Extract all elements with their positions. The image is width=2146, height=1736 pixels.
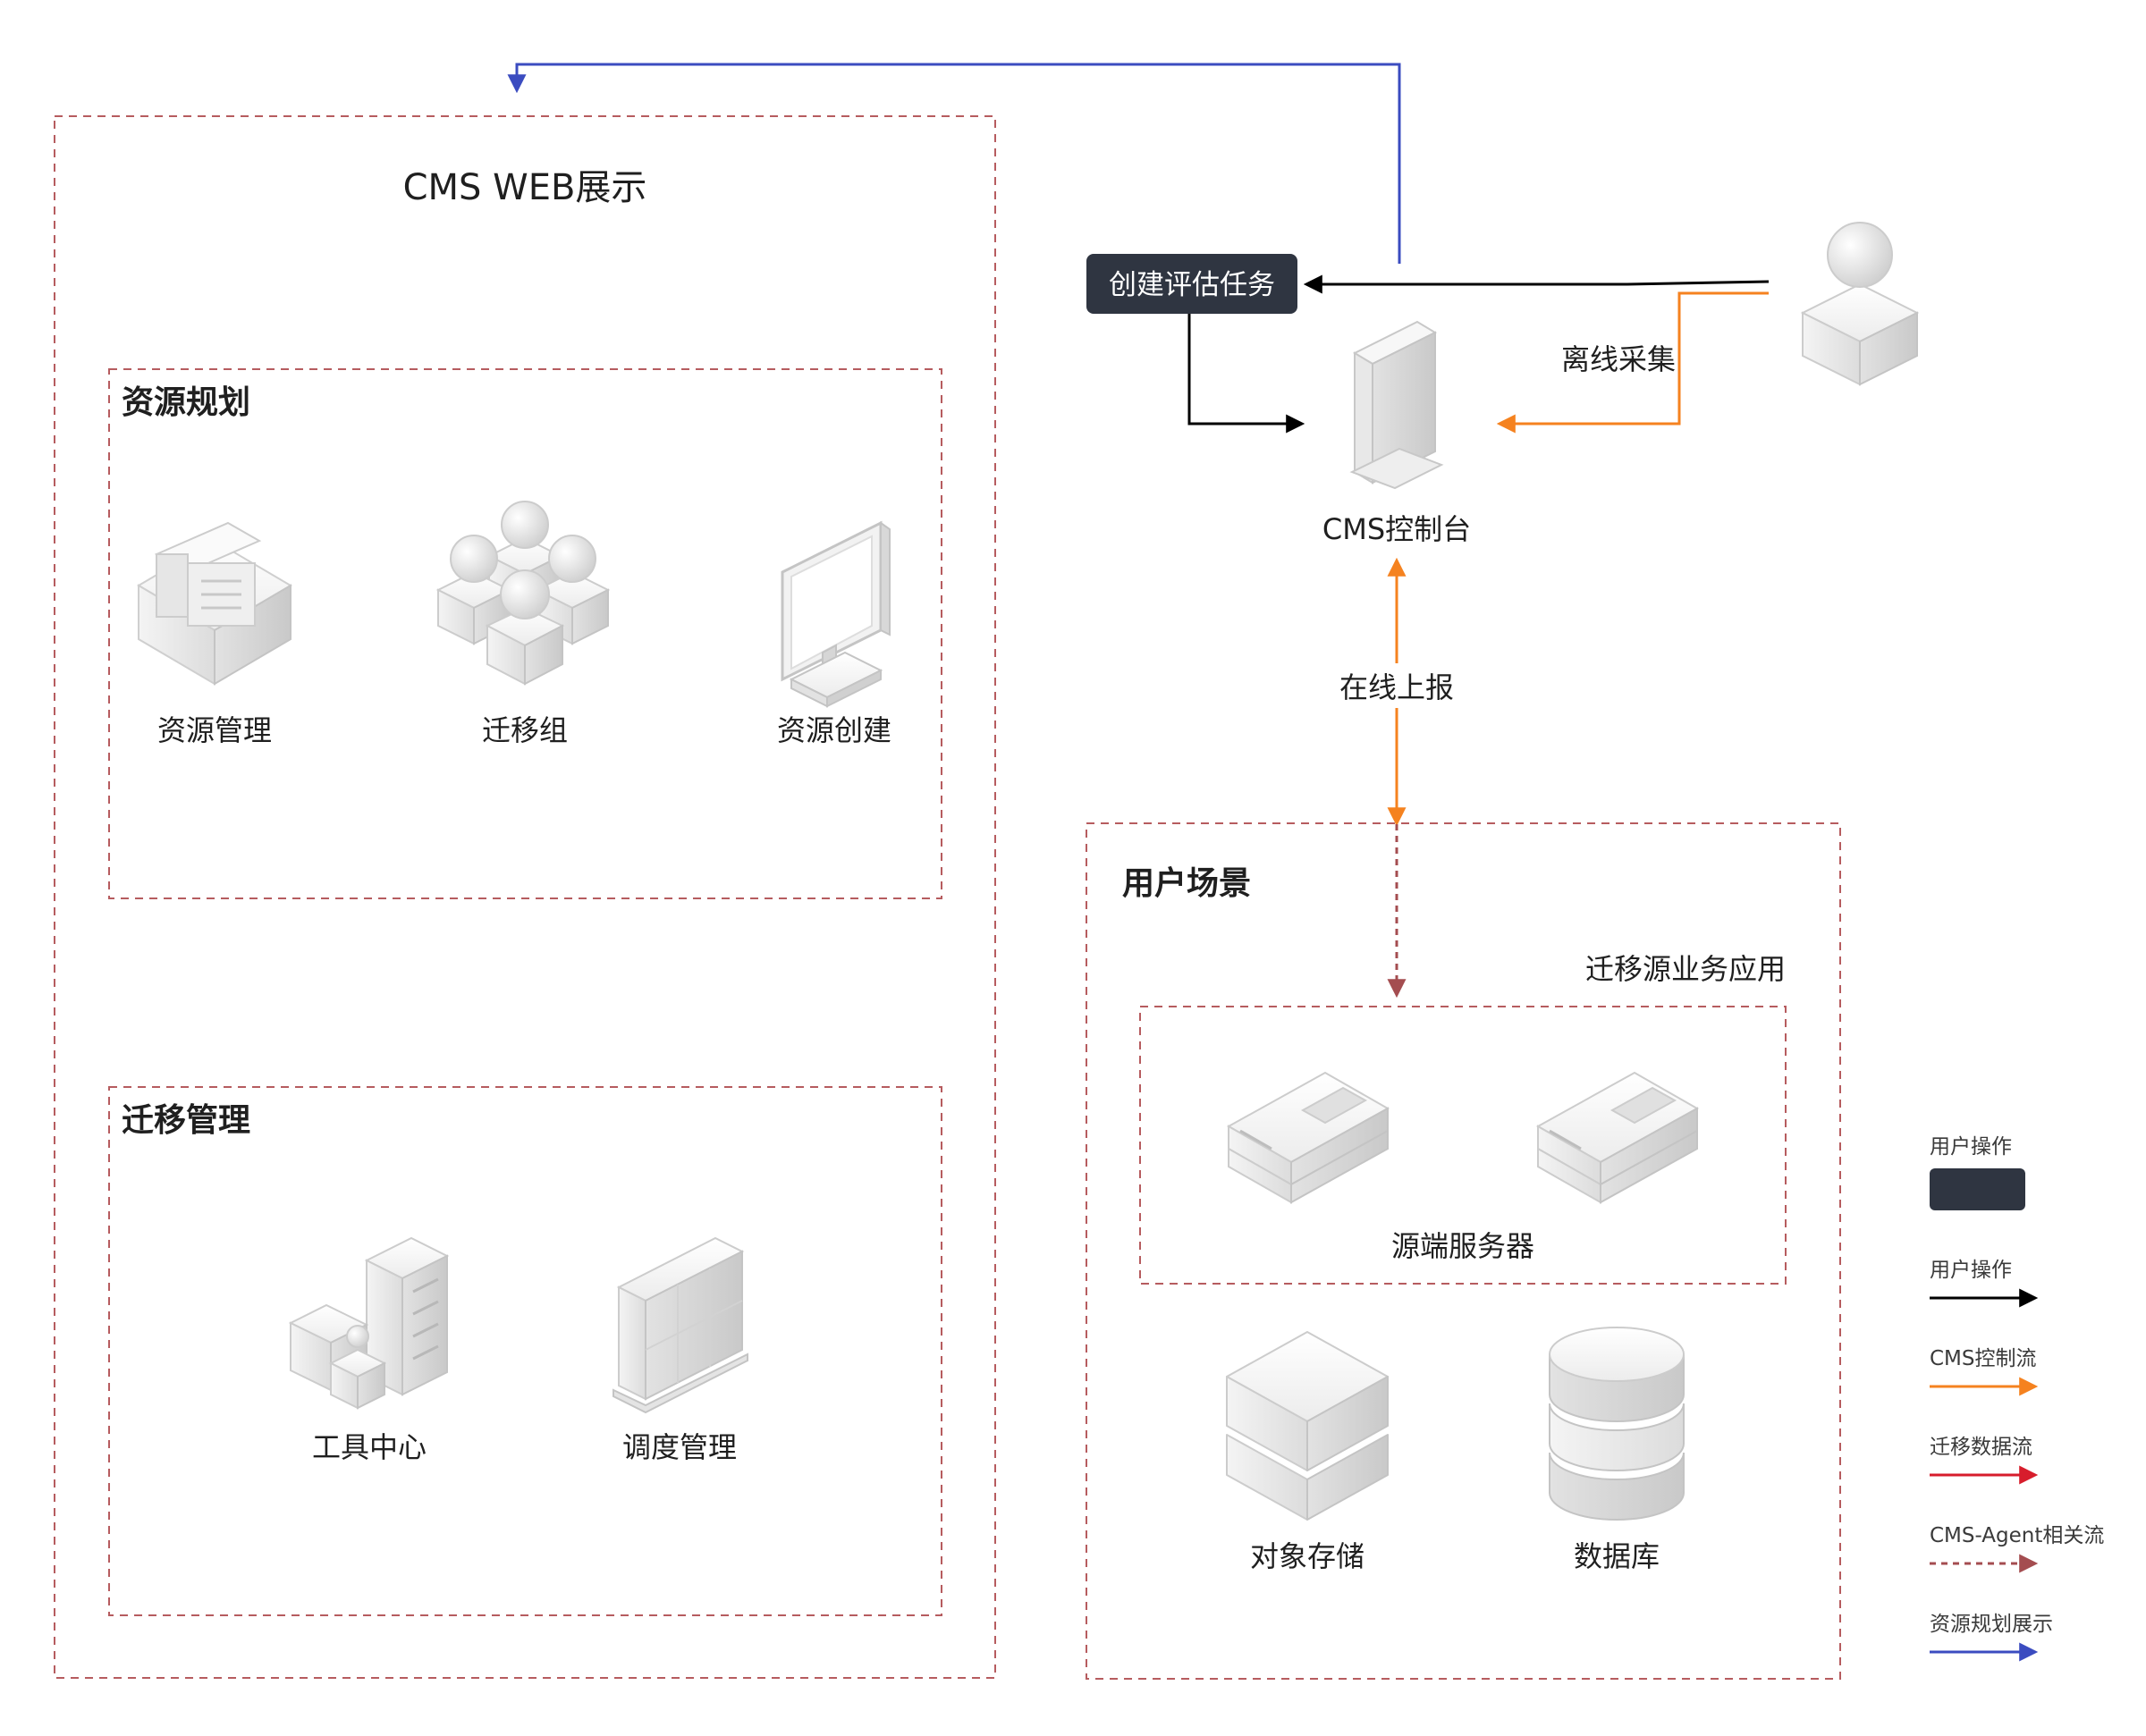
online-reporting-label-bg bbox=[1334, 663, 1459, 708]
online-reporting-label: 在线上报 bbox=[1339, 670, 1454, 704]
tool-center-label: 工具中心 bbox=[312, 1430, 427, 1464]
tool-center-icon bbox=[288, 1236, 450, 1410]
legend-label-4: 迁移数据流 bbox=[1930, 1436, 2032, 1459]
offline-collection-label: 离线采集 bbox=[1561, 342, 1676, 376]
cms-console-label: CMS控制台 bbox=[1322, 512, 1471, 546]
database-label: 数据库 bbox=[1574, 1539, 1660, 1573]
user-scene-boundary bbox=[1086, 822, 1841, 1680]
migration-group-icon bbox=[435, 501, 611, 686]
resource-planning-group bbox=[108, 368, 942, 899]
user-operation-arrow bbox=[1303, 274, 1770, 294]
resource-planning-title: 资源规划 bbox=[122, 384, 250, 421]
resource-management-icon bbox=[137, 521, 292, 686]
object-storage-icon bbox=[1226, 1331, 1389, 1521]
source-app-group bbox=[1139, 1006, 1787, 1285]
migration-management-group bbox=[108, 1086, 942, 1616]
resource-creation-label: 资源创建 bbox=[777, 713, 891, 747]
create-evaluation-task-button[interactable]: 创建评估任务 bbox=[1086, 254, 1297, 314]
cms-console-icon bbox=[1349, 320, 1444, 490]
create-evaluation-task-label: 创建评估任务 bbox=[1109, 269, 1275, 301]
resource-management-label: 资源管理 bbox=[157, 713, 272, 747]
migration-management-title: 迁移管理 bbox=[122, 1102, 250, 1139]
legend-label-2: 用户操作 bbox=[1930, 1259, 2012, 1282]
legend-operation-box bbox=[1930, 1168, 2025, 1210]
web-display-boundary bbox=[54, 115, 996, 1679]
web-display-title: CMS WEB展示 bbox=[403, 167, 647, 208]
task-to-console-arrow bbox=[1187, 314, 1305, 434]
source-app-label: 迁移源业务应用 bbox=[1585, 952, 1786, 986]
resource-creation-icon bbox=[781, 520, 891, 708]
legend-label-6: 资源规划展示 bbox=[1930, 1613, 2053, 1636]
scheduling-management-label: 调度管理 bbox=[622, 1430, 737, 1464]
database-icon bbox=[1549, 1327, 1685, 1521]
operator-user-icon bbox=[1800, 222, 1920, 386]
source-server-icon-1 bbox=[1226, 1071, 1390, 1204]
user-scene-title: 用户场景 bbox=[1122, 865, 1251, 902]
legend-label-5: CMS-Agent相关流 bbox=[1930, 1524, 2104, 1547]
legend: 用户操作 用户操作 CMS控制流 迁移数据流 CMS-Agent相关流 资源规划… bbox=[1930, 1135, 2104, 1662]
legend-label-1: 用户操作 bbox=[1930, 1135, 2012, 1159]
legend-label-3: CMS控制流 bbox=[1930, 1347, 2037, 1370]
source-servers-label: 源端服务器 bbox=[1391, 1229, 1534, 1263]
scheduling-management-icon bbox=[613, 1236, 748, 1414]
source-server-icon-2 bbox=[1535, 1071, 1700, 1204]
offline-collection-arrow bbox=[1496, 291, 1769, 434]
resource-display-flow-arrow bbox=[507, 63, 1401, 264]
object-storage-label: 对象存储 bbox=[1250, 1539, 1364, 1573]
migration-group-label: 迁移组 bbox=[482, 713, 568, 747]
